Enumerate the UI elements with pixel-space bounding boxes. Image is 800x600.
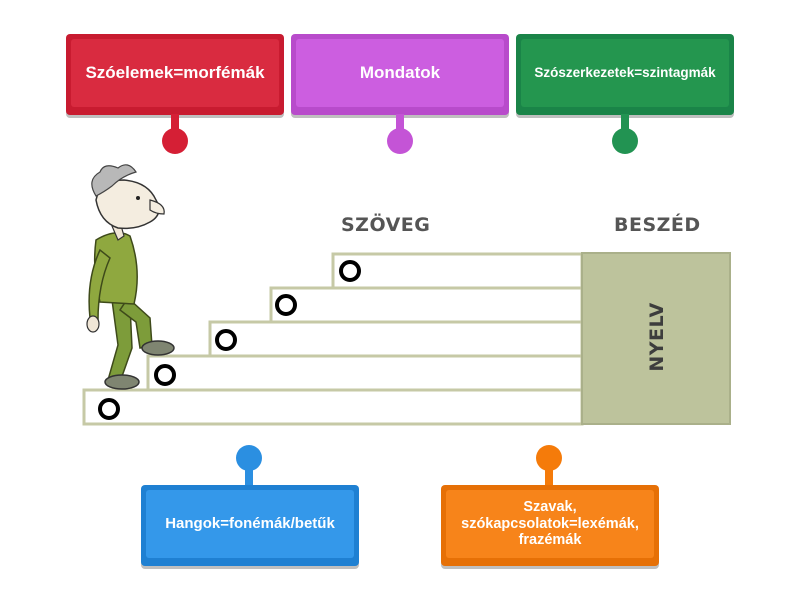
stair-step-4 xyxy=(269,286,584,324)
label-card-szavak-text: Szavak, szókapcsolatok=lexémák, frazémák xyxy=(461,498,639,549)
stairs xyxy=(82,252,584,426)
pin-dot-red[interactable] xyxy=(162,128,188,154)
hotspot-step-5[interactable] xyxy=(339,260,361,282)
label-card-szoszerkezetek-text: Szószerkezetek=szintagmák xyxy=(534,64,716,80)
hotspot-step-4[interactable] xyxy=(275,294,297,316)
hotspot-step-1[interactable] xyxy=(98,398,120,420)
beszed-label: BESZÉD xyxy=(614,214,701,236)
label-card-hangok-text: Hangok=fonémák/betűk xyxy=(165,514,335,532)
hotspot-step-3[interactable] xyxy=(215,329,237,351)
label-card-szoelemek[interactable]: Szóelemek=morfémák xyxy=(66,34,284,115)
label-card-szoelemek-text: Szóelemek=morfémák xyxy=(85,62,265,82)
nyelv-label: NYELV xyxy=(646,302,668,372)
label-card-mondatok-text: Mondatok xyxy=(359,62,441,82)
pin-stem-red xyxy=(171,114,179,134)
label-card-szavak[interactable]: Szavak, szókapcsolatok=lexémák, frazémák xyxy=(441,485,659,566)
nyelv-box xyxy=(581,252,731,425)
stair-step-2 xyxy=(146,354,584,392)
pin-stem-orange xyxy=(545,466,553,486)
pin-stem-green xyxy=(621,114,629,134)
stair-step-5 xyxy=(331,252,584,290)
label-card-hangok[interactable]: Hangok=fonémák/betűk xyxy=(141,485,359,566)
pin-stem-blue xyxy=(245,466,253,486)
pin-stem-purple xyxy=(396,114,404,134)
szoveg-label: SZÖVEG xyxy=(341,214,431,236)
climbing-man-illustration xyxy=(86,164,175,390)
pin-dot-green[interactable] xyxy=(612,128,638,154)
label-card-mondatok[interactable]: Mondatok xyxy=(291,34,509,115)
label-card-szoszerkezetek[interactable]: Szószerkezetek=szintagmák xyxy=(516,34,734,115)
stair-step-3 xyxy=(208,320,584,358)
pin-dot-purple[interactable] xyxy=(387,128,413,154)
stair-step-1 xyxy=(82,388,584,426)
hotspot-step-2[interactable] xyxy=(154,364,176,386)
